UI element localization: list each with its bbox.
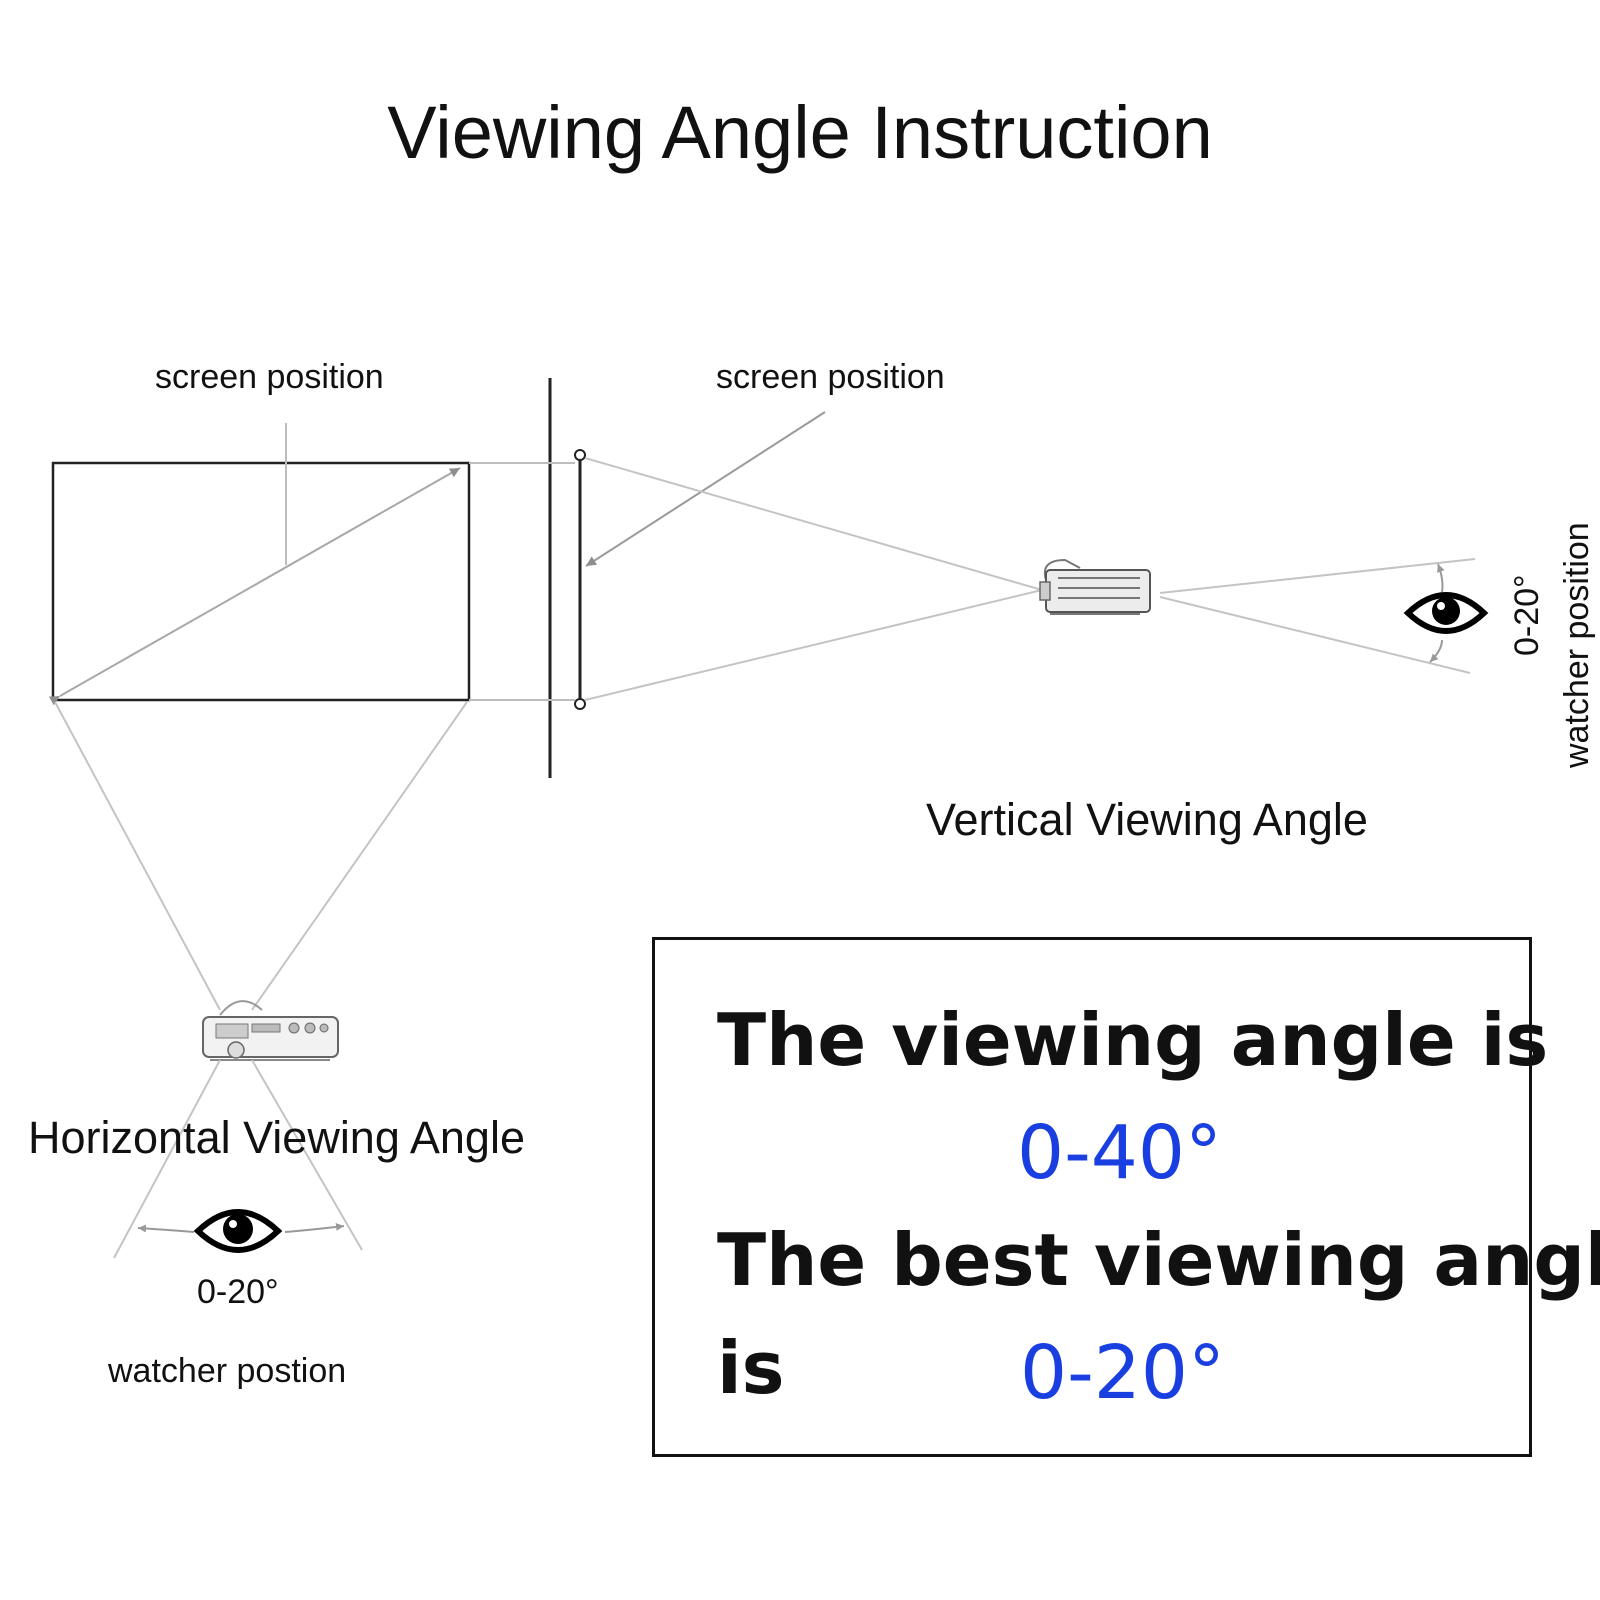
vertical-watcher-cone-top [1159,558,1476,594]
info-box: The viewing angle is 0-40° The best view… [652,937,1600,1457]
horizontal-angle-label: 0-20° [197,1273,279,1311]
vertical-projection-bottom [584,589,1043,701]
horizontal-watcher-label: watcher postion [108,1352,347,1390]
vertical-diagram [469,378,1489,778]
info-line-is: is [717,1326,785,1410]
watcher-cone-left [113,1059,221,1259]
projector-icon [202,1000,339,1061]
horizontal-screen-label: screen position [155,358,384,396]
screen-side-label-arrow [585,411,826,567]
horizontal-angle-arrow-right [284,1222,345,1233]
info-line-viewing-angle: The viewing angle is [717,998,1549,1082]
info-line-best-angle: The best viewing angle [717,1218,1600,1302]
vertical-screen-label: screen position [716,358,945,396]
horizontal-diagram [48,423,471,1259]
projection-line-left [54,701,221,1011]
vertical-angle-arrow-bottom [1429,639,1443,663]
vertical-caption: Vertical Viewing Angle [926,794,1368,845]
side-projector-icon [1039,558,1151,615]
screen-diagonal-arrow [48,467,461,706]
vertical-watcher-label: watcher position [1558,522,1596,768]
info-value-viewing-angle: 0-40° [1017,1110,1222,1196]
horizontal-angle-arrow-left [137,1224,195,1233]
info-value-best-angle: 0-20° [1020,1330,1225,1416]
watcher-cone-right [251,1059,363,1251]
vertical-watcher-cone-bottom [1159,596,1471,674]
vertical-projection-top [584,457,1043,591]
projection-line-right [251,701,468,1011]
vertical-angle-arrow-top [1437,563,1445,593]
vertical-eye-icon [1403,592,1489,634]
page-title: Viewing Angle Instruction [387,91,1213,174]
horizontal-caption: Horizontal Viewing Angle [28,1112,525,1163]
eye-icon [193,1209,283,1253]
vertical-angle-label: 0-20° [1508,574,1546,656]
